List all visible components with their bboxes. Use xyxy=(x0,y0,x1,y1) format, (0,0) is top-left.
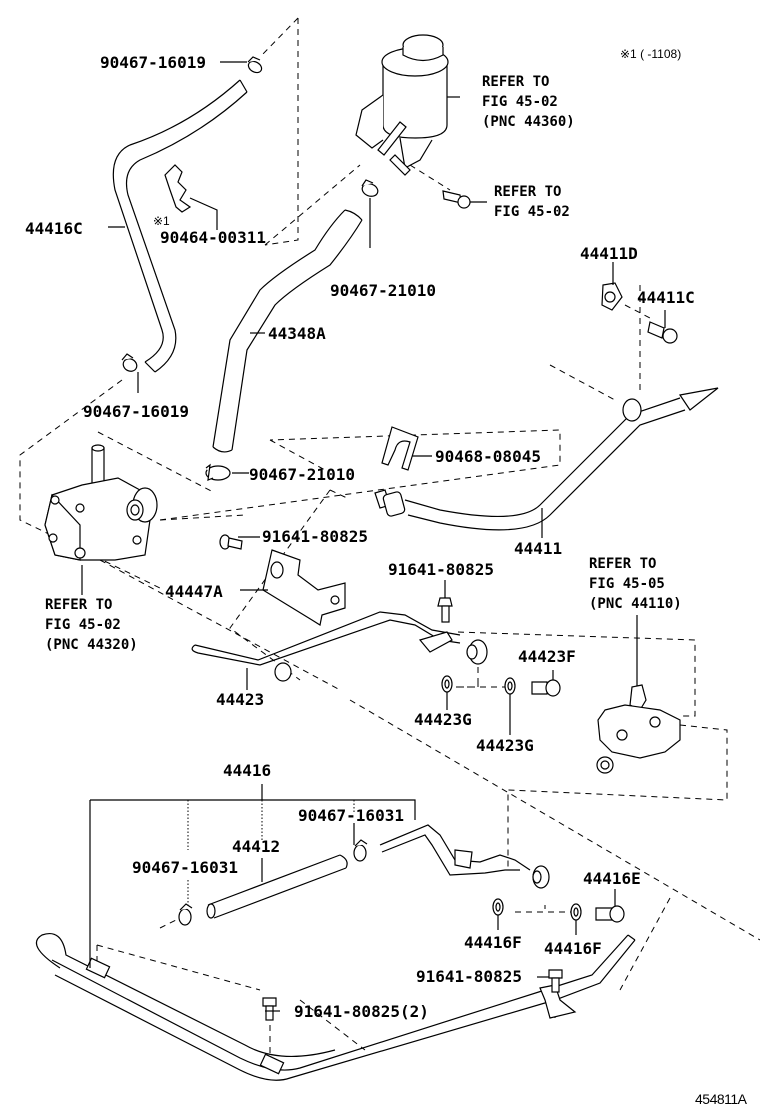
clamp-reservoir xyxy=(361,179,379,197)
label-hose-suction: 44348A xyxy=(268,324,326,343)
label-reservoir-ref-3: (PNC 44360) xyxy=(482,114,575,130)
leader-lines xyxy=(81,61,666,1012)
bracket-bolt xyxy=(219,534,243,550)
union-bolt-44416e xyxy=(595,905,625,923)
cooler-hose-44412 xyxy=(206,854,348,919)
union-bolt-44423f xyxy=(531,679,561,697)
union-clamp-44411d xyxy=(601,282,623,311)
clip-90468 xyxy=(381,426,419,471)
label-return-tube: 44423 xyxy=(216,690,264,709)
label-pump-ref-2: FIG 45-02 xyxy=(45,617,121,633)
label-clamp-top: 90467-16019 xyxy=(100,53,206,72)
label-gasket-1: 44423G xyxy=(414,710,472,729)
label-bracket-bolt: 91641-80825 xyxy=(262,527,368,546)
clamp-cooler-left xyxy=(178,903,193,926)
label-clip-pipe: 90468-08045 xyxy=(435,447,541,466)
gasket-44416f-2 xyxy=(570,903,582,921)
label-gear-ref-3: (PNC 44110) xyxy=(589,596,682,612)
label-pump-ref-1: REFER TO xyxy=(45,597,112,613)
label-bolts-cooler: 91641-80825(2) xyxy=(294,1002,429,1021)
hose-return-44416c xyxy=(112,79,248,373)
label-bracket: 44447A xyxy=(165,582,223,601)
cooler-tube-44416 xyxy=(35,933,636,1081)
label-clip: 90464-00311 xyxy=(160,228,266,247)
callout-labels: 90467-16019 44416C ※1 90464-00311 REFER … xyxy=(25,47,748,1107)
label-clamp-lower-left: 90467-16019 xyxy=(83,402,189,421)
bracket-44447a xyxy=(262,549,346,626)
clamp-pump xyxy=(205,463,231,481)
cooler-bolt-91641-b xyxy=(548,969,563,993)
label-reservoir-bolt-ref-1: REFER TO xyxy=(494,184,561,200)
figure-id: 454811A xyxy=(695,1091,748,1107)
pressure-tube-44411 xyxy=(374,387,719,531)
label-bolt-return-tube: 91641-80825 xyxy=(388,560,494,579)
label-pump-ref-3: (PNC 44320) xyxy=(45,637,138,653)
reservoir-bolt xyxy=(442,190,471,209)
label-clamp-cooler-left: 90467-16031 xyxy=(132,858,238,877)
gasket-44423g-1 xyxy=(441,675,453,693)
cooler-bolt-91641-a xyxy=(262,997,277,1021)
gasket-44416f-1 xyxy=(492,898,504,916)
label-gear-ref-1: REFER TO xyxy=(589,556,656,572)
cooler-outlet-tube xyxy=(379,824,550,889)
steering-gear xyxy=(596,684,681,774)
label-gasket-2: 44423G xyxy=(476,736,534,755)
label-union-bolt: 44411C xyxy=(637,288,695,307)
vane-pump xyxy=(44,444,158,561)
clamp-cooler-right xyxy=(353,839,368,862)
footnote: ※1 ( -1108) xyxy=(620,47,681,61)
assembly-guide-lines xyxy=(19,17,760,1070)
reservoir xyxy=(355,34,449,176)
label-union-bolt-return: 44423F xyxy=(518,647,576,666)
label-union-clamp: 44411D xyxy=(580,244,638,263)
gasket-44423g-2 xyxy=(504,677,516,695)
label-gasket-cooler-1: 44416F xyxy=(464,933,522,952)
union-bolt-44411c xyxy=(647,321,678,344)
label-reservoir-bolt-ref-2: FIG 45-02 xyxy=(494,204,570,220)
label-clamp-pump: 90467-21010 xyxy=(249,465,355,484)
label-hose-cooler: 44412 xyxy=(232,837,280,856)
label-cooler-tube: 44416 xyxy=(223,761,271,780)
clip-90464 xyxy=(164,164,192,213)
clamp-lower-left xyxy=(121,353,138,372)
label-clip-note: ※1 xyxy=(153,214,170,228)
label-reservoir-ref-1: REFER TO xyxy=(482,74,549,90)
label-clamp-reservoir: 90467-21010 xyxy=(330,281,436,300)
label-bolt-cooler-clamp: 91641-80825 xyxy=(416,967,522,986)
return-tube-44423 xyxy=(191,611,488,682)
label-union-bolt-cooler: 44416E xyxy=(583,869,641,888)
clamp-top xyxy=(247,56,263,74)
label-reservoir-ref-2: FIG 45-02 xyxy=(482,94,558,110)
label-pressure-tube: 44411 xyxy=(514,539,562,558)
label-clamp-cooler-right: 90467-16031 xyxy=(298,806,404,825)
label-gear-ref-2: FIG 45-05 xyxy=(589,576,665,592)
hose-suction-44348a xyxy=(212,209,363,453)
label-gasket-cooler-2: 44416F xyxy=(544,939,602,958)
return-tube-bolt xyxy=(437,597,453,623)
label-hose-return: 44416C xyxy=(25,219,83,238)
